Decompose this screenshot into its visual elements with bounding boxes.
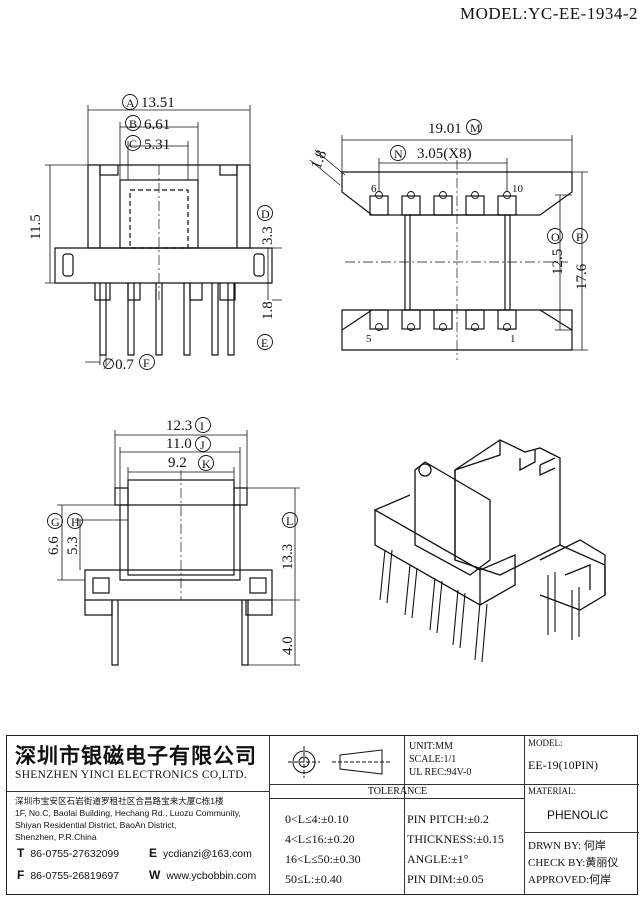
tol-row: 4<L≤16:±0.20 bbox=[285, 832, 355, 846]
isometric-view bbox=[374, 439, 606, 663]
unit-text: UNIT:MM bbox=[409, 741, 453, 752]
dim-k-value: 9.2 bbox=[168, 455, 187, 471]
technical-drawing: A 13.51 B 6.61 C 5.31 11.5 D 3.3 1.8 E ∅… bbox=[28, 94, 606, 666]
drawn-by: DRWN BY: 何岸 bbox=[528, 840, 606, 852]
web-label: W bbox=[149, 868, 161, 882]
dim-angle-value: 1.8 bbox=[309, 148, 330, 171]
company-name-en: SHENZHEN YINCI ELECTRONICS CO,LTD. bbox=[15, 769, 247, 781]
dim-k-tag: K bbox=[202, 457, 211, 471]
dim-b-tag: B bbox=[129, 117, 137, 131]
material-label: MATERIAL: bbox=[528, 786, 576, 796]
dim-l-tag: L bbox=[286, 514, 293, 528]
pin-6-label: 6 bbox=[371, 183, 377, 195]
dim-f-value: ∅0.7 bbox=[102, 357, 134, 373]
ul-rec-text: UL REC:94V-0 bbox=[409, 767, 472, 778]
signoff-block: DRWN BY: 何岸 CHECK BY:黄丽仪 APPROVED:何岸 bbox=[528, 838, 618, 889]
dim-j-tag: J bbox=[200, 438, 205, 452]
dim-c-tag: C bbox=[129, 137, 137, 151]
dim-f-tag: F bbox=[143, 356, 150, 370]
dim-e-tag: E bbox=[261, 336, 268, 350]
pin-1-label: 1 bbox=[510, 333, 516, 345]
fax-value: 86-0755-26819697 bbox=[30, 870, 120, 882]
company-name-cn: 深圳市银磁电子有限公司 bbox=[15, 744, 257, 768]
model-label: MODEL: bbox=[528, 738, 563, 748]
tol-row: 0<L≤4:±0.10 bbox=[285, 812, 349, 826]
model-header: MODEL:YC-EE-1934-2 bbox=[459, 4, 638, 23]
unit-scale-block: UNIT:MM SCALE:1/1 UL REC:94V-0 bbox=[409, 740, 471, 779]
dim-a-value: 13.51 bbox=[141, 95, 175, 111]
email-value[interactable]: ycdianzi@163.com bbox=[163, 848, 252, 860]
tolerance-right: PIN PITCH:±0.2 THICKNESS:±0.15 ANGLE:±1°… bbox=[407, 809, 504, 889]
dim-bottom-value: 4.0 bbox=[280, 636, 296, 655]
model-value: EE-19(10PIN) bbox=[528, 758, 598, 772]
pin-10-label: 10 bbox=[512, 183, 524, 195]
dim-h-tag: H bbox=[71, 515, 80, 529]
dim-b-value: 6.61 bbox=[144, 117, 170, 133]
checked-by: CHECK BY:黄丽仪 bbox=[528, 857, 619, 869]
dim-e-value: 1.8 bbox=[260, 301, 276, 320]
web-value[interactable]: www.ycbobbin.com bbox=[166, 870, 257, 882]
fax-label: F bbox=[17, 868, 25, 882]
dim-g-tag: G bbox=[51, 515, 60, 529]
dim-i-tag: I bbox=[200, 419, 204, 433]
front-view-labels: A 13.51 B 6.61 C 5.31 11.5 D 3.3 1.8 E ∅… bbox=[28, 94, 276, 373]
dim-o-value: 12.5 bbox=[550, 249, 566, 275]
tel-value: 86-0755-27632099 bbox=[30, 848, 120, 860]
pin-5-label: 5 bbox=[366, 333, 372, 345]
dim-h-value: 5.3 bbox=[65, 536, 81, 555]
tol-row: ANGLE:±1° bbox=[407, 852, 469, 866]
dim-m-value: 19.01 bbox=[428, 121, 462, 137]
dim-i-value: 12.3 bbox=[166, 418, 192, 434]
dim-p-tag: P bbox=[576, 230, 583, 244]
dim-height-value: 11.5 bbox=[28, 214, 44, 240]
address-line-4: Shenzhen, P.R.China bbox=[15, 832, 97, 842]
projection-symbol-icon bbox=[288, 746, 390, 778]
tolerance-title: TOLERANCE bbox=[367, 786, 428, 797]
dim-d-value: 3.3 bbox=[260, 226, 276, 245]
tel-row: T 86-0755-27632099 bbox=[17, 846, 119, 860]
dim-m-tag: M bbox=[470, 121, 481, 135]
dim-g-value: 6.6 bbox=[46, 536, 62, 555]
address-line-1: 深圳市宝安区石岩街道罗租社区合昌路宝来大厦C栋1楼 bbox=[15, 796, 224, 806]
dim-a-tag: A bbox=[126, 96, 135, 110]
address-line-2: 1F, No.C, Baolai Building, Hechang Rd., … bbox=[15, 808, 241, 818]
dim-n-tag: N bbox=[394, 147, 403, 161]
tolerance-left: 0<L≤4:±0.10 4<L≤16:±0.20 16<L≤50:±0.30 5… bbox=[285, 809, 361, 889]
tol-row: PIN DIM:±0.05 bbox=[407, 872, 484, 886]
tel-label: T bbox=[17, 846, 25, 860]
title-block: 深圳市银磁电子有限公司 SHENZHEN YINCI ELECTRONICS C… bbox=[6, 735, 639, 895]
dim-o-tag: O bbox=[551, 230, 560, 244]
dim-p-value: 17.6 bbox=[574, 263, 590, 290]
email-label: E bbox=[149, 846, 158, 860]
dim-n-value: 3.05(X8) bbox=[417, 146, 472, 162]
top-view-labels: 19.01 M N 3.05(X8) 1.8 6 10 5 1 O 12.5 P… bbox=[309, 119, 590, 345]
front-view bbox=[45, 105, 282, 365]
dim-j-value: 11.0 bbox=[166, 436, 192, 452]
approved-by: APPROVED:何岸 bbox=[528, 874, 612, 886]
tol-row: PIN PITCH:±0.2 bbox=[407, 812, 489, 826]
side-view-labels: 12.3 I 11.0 J 9.2 K G 6.6 H 5.3 L 13.3 4… bbox=[46, 417, 298, 655]
dim-d-tag: D bbox=[261, 207, 270, 221]
company-address: 深圳市宝安区石岩街道罗租社区合昌路宝来大厦C栋1楼 1F, No.C, Baol… bbox=[15, 795, 267, 843]
top-view bbox=[309, 135, 588, 360]
dim-l-value: 13.3 bbox=[280, 544, 296, 570]
address-line-3: Shiyan Residential District, BaoAn Distr… bbox=[15, 820, 177, 830]
tol-row: 50≤L:±0.40 bbox=[285, 872, 342, 886]
fax-row: F 86-0755-26819697 bbox=[17, 868, 119, 882]
side-view bbox=[57, 430, 300, 666]
material-value: PHENOLIC bbox=[547, 808, 609, 822]
tol-row: THICKNESS:±0.15 bbox=[407, 832, 504, 846]
dim-c-value: 5.31 bbox=[144, 137, 170, 153]
scale-text: SCALE:1/1 bbox=[409, 754, 457, 765]
tol-row: 16<L≤50:±0.30 bbox=[285, 852, 361, 866]
